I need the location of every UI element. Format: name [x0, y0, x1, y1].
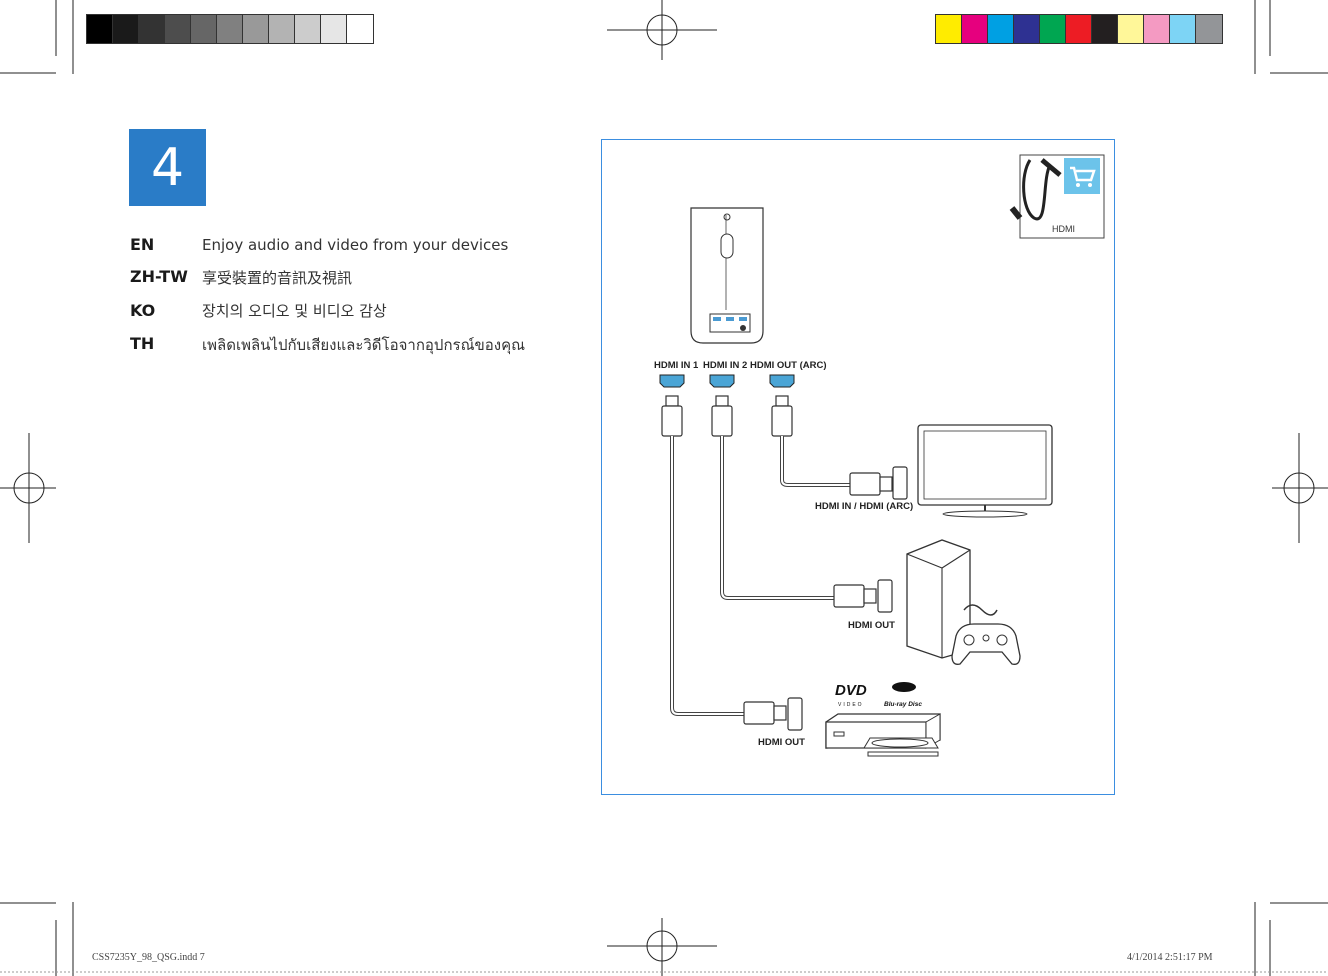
language-code-th: TH [130, 334, 154, 353]
dvd-logo: DVD [835, 682, 867, 699]
language-text-ko: 장치의 오디오 및 비디오 감상 [202, 300, 387, 321]
port-label-hdmi-in-1: HDMI IN 1 [654, 360, 699, 371]
bluray-logo: Blu-ray Disc [884, 701, 922, 708]
grayscale-swatch-10 [347, 15, 373, 43]
grayscale-swatch-6 [243, 15, 269, 43]
hdmi-port-2: HDMI IN 2 [703, 360, 747, 387]
tv-port-label: HDMI IN / HDMI (ARC) [815, 501, 913, 512]
language-code-ko: KO [130, 301, 155, 320]
connection-diagram: HDMI HDMI IN 1 HDMI IN 2 HDMI OUT (ARC) [602, 140, 1116, 796]
color-swatch-4 [1040, 15, 1066, 43]
color-swatch-3 [1014, 15, 1040, 43]
color-swatch-8 [1144, 15, 1170, 43]
console-port-label: HDMI OUT [848, 620, 895, 631]
language-text-en: Enjoy audio and video from your devices [202, 236, 508, 254]
grayscale-swatch-8 [295, 15, 321, 43]
grayscale-swatch-4 [191, 15, 217, 43]
grayscale-swatch-2 [139, 15, 165, 43]
color-swatch-10 [1196, 15, 1222, 43]
color-swatch-1 [962, 15, 988, 43]
accessory-label: HDMI [1052, 224, 1075, 234]
color-swatch-7 [1118, 15, 1144, 43]
color-swatch-6 [1092, 15, 1118, 43]
grayscale-swatch-5 [217, 15, 243, 43]
footer-file-name: CSS7235Y_98_QSG.indd 7 [92, 952, 205, 963]
language-code-en: EN [130, 235, 154, 254]
step-number-badge: 4 [129, 129, 206, 206]
footer-timestamp: 4/1/2014 2:51:17 PM [1127, 952, 1213, 963]
port-label-hdmi-out-arc: HDMI OUT (ARC) [750, 360, 827, 371]
language-text-th: เพลิดเพลินไปกับเสียงและวิดีโอจากอุปกรณ์ข… [202, 333, 525, 357]
step-number: 4 [151, 138, 184, 198]
grayscale-swatch-7 [269, 15, 295, 43]
grayscale-swatch-9 [321, 15, 347, 43]
tv-device: HDMI IN / HDMI (ARC) [815, 425, 1052, 517]
dvd-sub-label: VIDEO [838, 702, 864, 708]
connection-diagram-panel: HDMI HDMI IN 1 HDMI IN 2 HDMI OUT (ARC) [601, 139, 1115, 795]
color-swatch-5 [1066, 15, 1092, 43]
color-swatch-bar [935, 14, 1223, 44]
player-port-label: HDMI OUT [758, 737, 805, 748]
color-swatch-0 [936, 15, 962, 43]
color-swatch-9 [1170, 15, 1196, 43]
grayscale-swatch-bar [86, 14, 374, 44]
language-code-zh-tw: ZH-TW [130, 267, 188, 286]
port-label-hdmi-in-2: HDMI IN 2 [703, 360, 747, 371]
hdmi-cable-accessory: HDMI [1012, 155, 1104, 238]
color-swatch-2 [988, 15, 1014, 43]
grayscale-swatch-0 [87, 15, 113, 43]
grayscale-swatch-1 [113, 15, 139, 43]
grayscale-swatch-3 [165, 15, 191, 43]
hdmi-port-arc: HDMI OUT (ARC) [750, 360, 827, 387]
soundbar-unit [691, 208, 763, 343]
hdmi-port-1: HDMI IN 1 [654, 360, 699, 387]
language-text-zh-tw: 享受裝置的音訊及視訊 [202, 267, 352, 288]
